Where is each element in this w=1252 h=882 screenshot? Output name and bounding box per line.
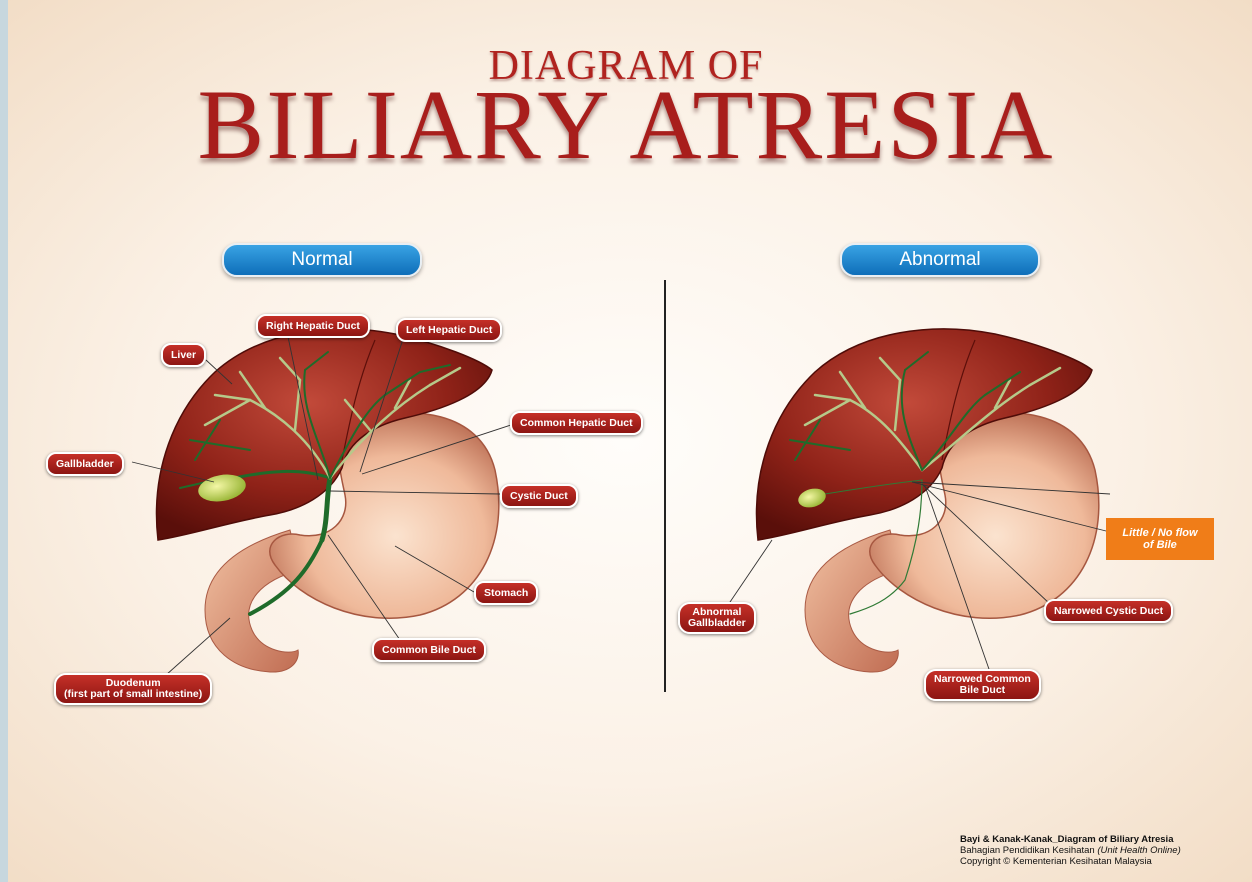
label-common-hepatic-duct: Common Hepatic Duct <box>510 411 643 435</box>
label-right-hepatic-duct: Right Hepatic Duct <box>256 314 370 338</box>
credits-unit: (Unit Health Online) <box>1097 845 1180 856</box>
label-cystic-duct: Cystic Duct <box>500 484 578 508</box>
credits-department: Bahagian Pendidikan Kesihatan <box>960 845 1097 856</box>
label-gallbladder: Gallbladder <box>46 452 124 476</box>
credits-line-3: Copyright © Kementerian Kesihatan Malays… <box>960 856 1181 867</box>
label-narrowed-common-line2: Bile Duct <box>934 685 1031 696</box>
normal-organs <box>132 329 520 675</box>
credits: Bayi & Kanak-Kanak_Diagram of Biliary At… <box>960 834 1181 867</box>
note-line1: Little / No flow <box>1122 527 1197 539</box>
label-duodenum-line2: (first part of small intestine) <box>64 689 202 700</box>
label-left-hepatic-duct: Left Hepatic Duct <box>396 318 502 342</box>
label-stomach: Stomach <box>474 581 538 605</box>
credits-line-1: Bayi & Kanak-Kanak_Diagram of Biliary At… <box>960 834 1181 845</box>
label-abnormal-gallbladder-line2: Gallbladder <box>688 618 746 629</box>
label-liver: Liver <box>161 343 206 367</box>
credits-line-2: Bahagian Pendidikan Kesihatan (Unit Heal… <box>960 845 1181 856</box>
label-duodenum: Duodenum(first part of small intestine) <box>54 673 212 705</box>
note-line2: of Bile <box>1122 539 1197 551</box>
label-narrowed-cystic-duct: Narrowed Cystic Duct <box>1044 599 1173 623</box>
label-common-bile-duct: Common Bile Duct <box>372 638 486 662</box>
